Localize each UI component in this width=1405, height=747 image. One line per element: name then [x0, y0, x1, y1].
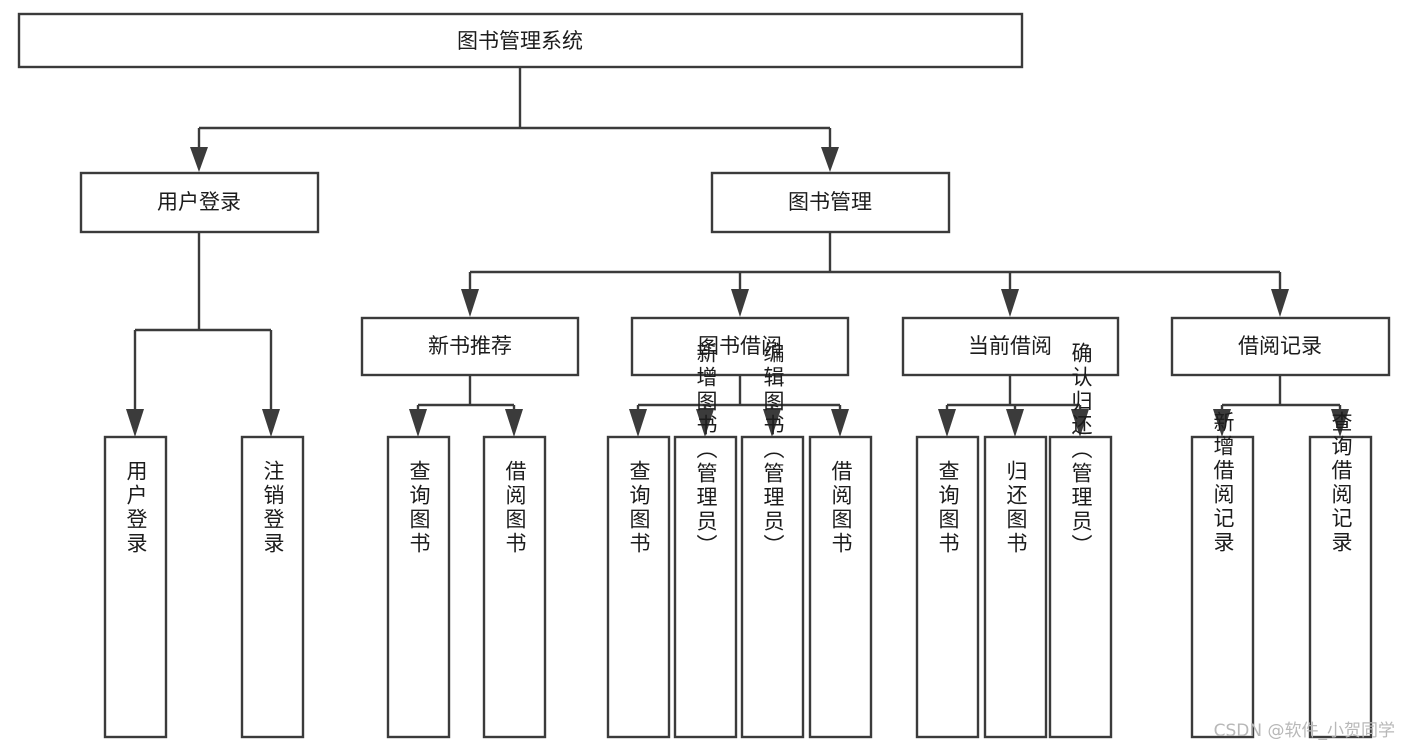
arrowhead-borrowrecord-leaf-1: [1213, 409, 1231, 437]
leaf-current-borrow-confirm[interactable]: 确认归还（管理员）: [1048, 342, 1113, 739]
arrowhead-new-book-rec: [461, 289, 479, 317]
arrowhead-newbook-leaf-2: [505, 409, 523, 437]
arrowhead-current-borrow: [1001, 289, 1019, 317]
leaf-borrow-record-add-label: 新增借阅记录: [1211, 411, 1235, 555]
leaf-current-borrow-confirm-box[interactable]: [1048, 435, 1113, 739]
arrowhead-leaf-logout: [262, 409, 280, 437]
node-root[interactable]: 图书管理系统: [17, 12, 1024, 69]
leaf-borrow-record-add-box[interactable]: [1190, 435, 1255, 739]
arrowhead-bookborrow-leaf-1: [629, 409, 647, 437]
node-new-book-recommend[interactable]: 新书推荐: [360, 316, 580, 377]
leaf-current-borrow-return[interactable]: 归还图书: [983, 435, 1048, 739]
leaf-borrow-record-add[interactable]: 新增借阅记录: [1190, 411, 1255, 739]
leaf-current-borrow-return-label: 归还图书: [1004, 460, 1028, 556]
leaf-current-borrow-query-label: 查询图书: [936, 460, 960, 556]
leaf-new-book-borrow[interactable]: 借阅图书: [482, 435, 547, 739]
leaf-user-login-logout[interactable]: 注销登录: [240, 435, 305, 739]
node-book-borrow[interactable]: 图书借阅: [630, 316, 850, 377]
leaf-book-borrow-add-label: 新增图书（管理员）: [694, 342, 718, 558]
leaf-book-borrow-add-box[interactable]: [673, 435, 738, 739]
leaf-book-borrow-borrow-label: 借阅图书: [829, 460, 853, 556]
arrowhead-bookborrow-leaf-2: [696, 409, 714, 437]
arrowhead-bookborrow-leaf-4: [831, 409, 849, 437]
node-book-borrow-label: 图书借阅: [698, 334, 782, 358]
leaf-new-book-query-label: 查询图书: [407, 460, 431, 556]
leaf-user-login-login-label: 用户登录: [124, 460, 148, 556]
node-new-book-recommend-box[interactable]: [360, 316, 580, 377]
leaf-new-book-borrow-label: 借阅图书: [503, 460, 527, 556]
node-book-manage[interactable]: 图书管理: [710, 171, 951, 234]
arrowhead-currentborrow-leaf-1: [938, 409, 956, 437]
leaf-new-book-borrow-box[interactable]: [482, 435, 547, 739]
arrowhead-currentborrow-leaf-2: [1006, 409, 1024, 437]
leaf-borrow-record-query-label: 查询借阅记录: [1329, 411, 1353, 555]
node-root-box[interactable]: [17, 12, 1024, 69]
node-book-manage-label: 图书管理: [788, 190, 872, 214]
arrowhead-currentborrow-leaf-3: [1071, 409, 1089, 437]
node-current-borrow-label: 当前借阅: [968, 334, 1052, 358]
node-current-borrow-box[interactable]: [901, 316, 1120, 377]
leaf-book-borrow-query-box[interactable]: [606, 435, 671, 739]
node-user-login[interactable]: 用户登录: [79, 171, 320, 234]
leaf-current-borrow-query-box[interactable]: [915, 435, 980, 739]
leaf-book-borrow-add[interactable]: 新增图书（管理员）: [673, 342, 738, 739]
leaf-user-login-logout-box[interactable]: [240, 435, 305, 739]
leaf-user-login-login[interactable]: 用户登录: [103, 435, 168, 739]
leaf-user-login-login-box[interactable]: [103, 435, 168, 739]
node-book-borrow-box[interactable]: [630, 316, 850, 377]
node-new-book-recommend-label: 新书推荐: [428, 334, 512, 358]
leaf-book-borrow-edit-label: 编辑图书（管理员）: [761, 342, 785, 558]
leaf-book-borrow-borrow[interactable]: 借阅图书: [808, 435, 873, 739]
leaf-book-borrow-borrow-box[interactable]: [808, 435, 873, 739]
arrowhead-bookborrow-leaf-3: [763, 409, 781, 437]
leaf-new-book-query-box[interactable]: [386, 435, 451, 739]
leaf-current-borrow-confirm-label: 确认归还（管理员）: [1069, 342, 1093, 558]
leaf-user-login-logout-label: 注销登录: [261, 460, 285, 556]
arrowhead-book-borrow: [731, 289, 749, 317]
leaf-book-borrow-query-label: 查询图书: [627, 460, 651, 556]
arrowhead-leaf-user-login: [126, 409, 144, 437]
leaf-current-borrow-return-box[interactable]: [983, 435, 1048, 739]
arrowhead-book-manage: [821, 147, 839, 172]
arrowhead-newbook-leaf-1: [409, 409, 427, 437]
node-root-label: 图书管理系统: [457, 29, 583, 53]
arrowhead-borrow-record: [1271, 289, 1289, 317]
node-current-borrow[interactable]: 当前借阅: [901, 316, 1120, 377]
node-borrow-record-label: 借阅记录: [1238, 334, 1322, 358]
leaf-new-book-query[interactable]: 查询图书: [386, 435, 451, 739]
connector-layer: [126, 68, 1349, 437]
leaf-book-borrow-query[interactable]: 查询图书: [606, 435, 671, 739]
leaf-book-borrow-edit[interactable]: 编辑图书（管理员）: [740, 342, 805, 739]
node-user-login-box[interactable]: [79, 171, 320, 234]
leaf-current-borrow-query[interactable]: 查询图书: [915, 435, 980, 739]
leaf-borrow-record-query-box[interactable]: [1308, 435, 1373, 739]
node-book-manage-box[interactable]: [710, 171, 951, 234]
arrowhead-user-login: [190, 147, 208, 172]
arrowhead-borrowrecord-leaf-2: [1331, 409, 1349, 437]
node-user-login-label: 用户登录: [157, 190, 241, 214]
node-borrow-record-box[interactable]: [1170, 316, 1391, 377]
leaf-book-borrow-edit-box[interactable]: [740, 435, 805, 739]
leaf-borrow-record-query[interactable]: 查询借阅记录: [1308, 411, 1373, 739]
node-borrow-record[interactable]: 借阅记录: [1170, 316, 1391, 377]
